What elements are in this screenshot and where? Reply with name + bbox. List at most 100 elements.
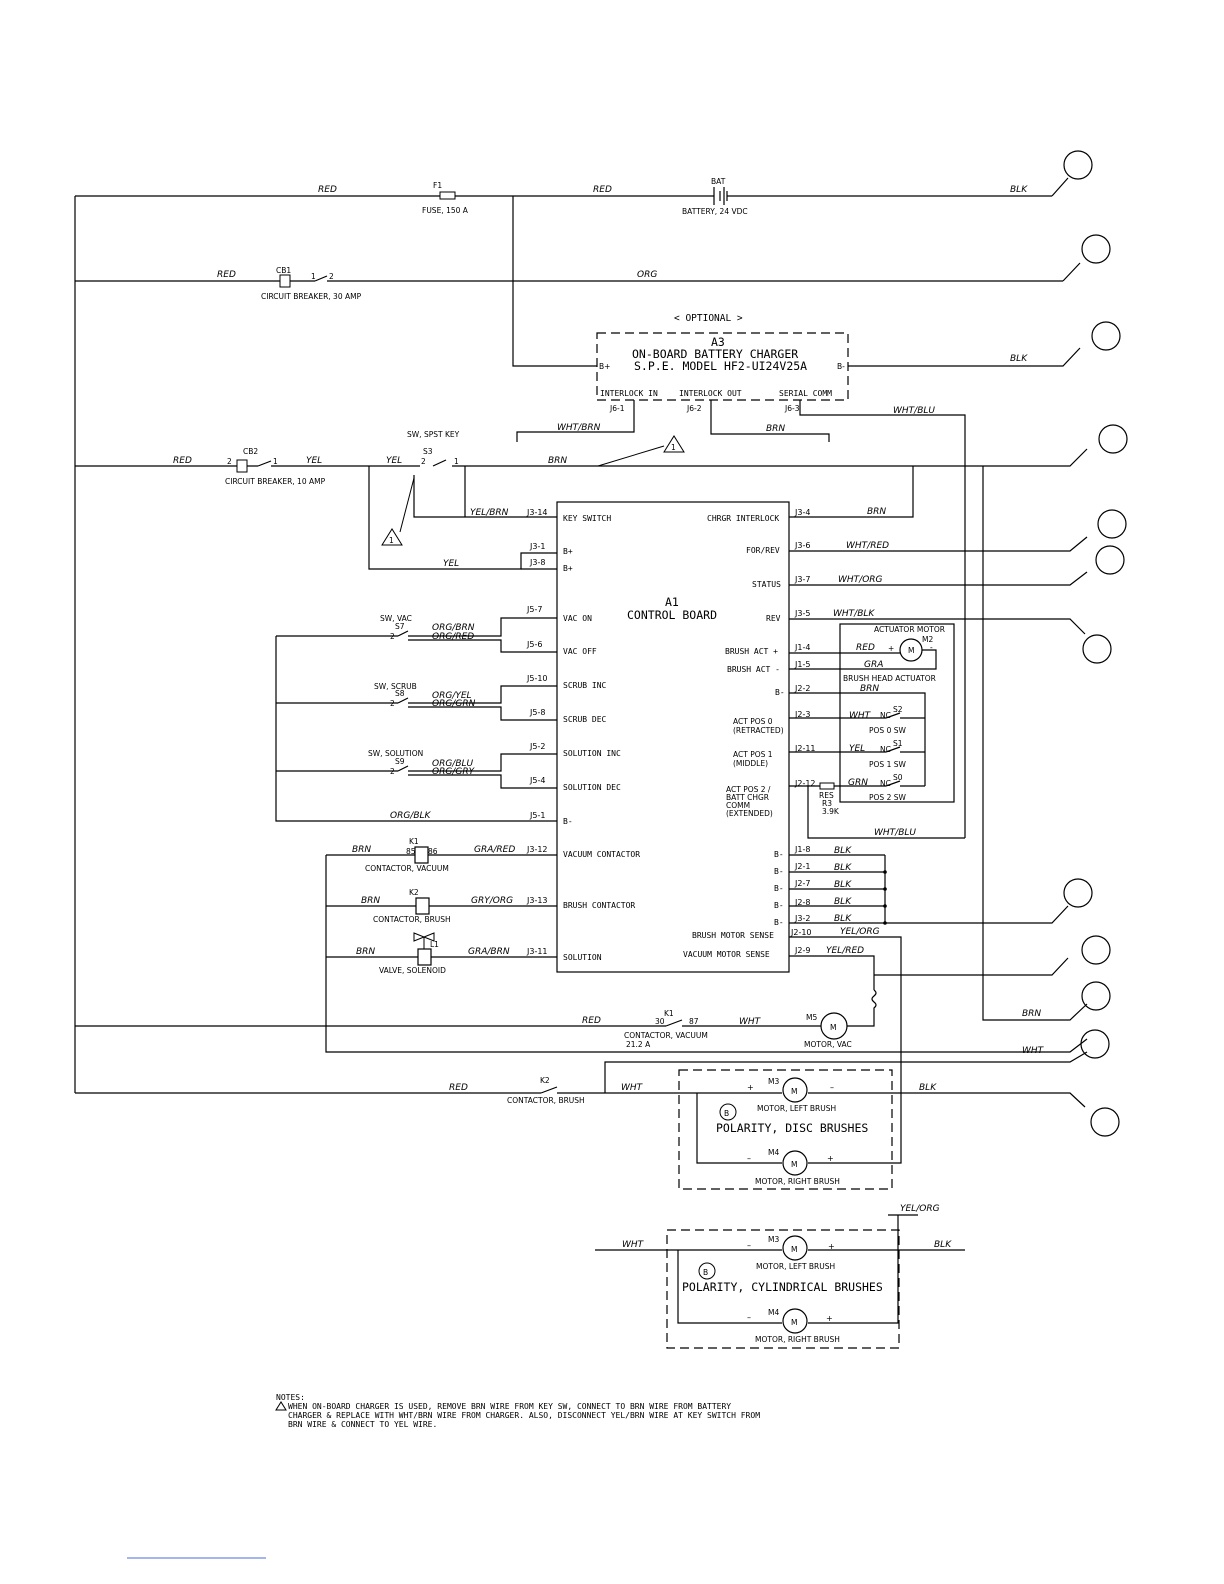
k2-contact xyxy=(540,1086,558,1094)
switch-nc: NC xyxy=(880,779,891,788)
svg-text:2: 2 xyxy=(390,632,395,641)
wire-label: YEL xyxy=(443,559,459,569)
k1-contact-current: 21.2 A xyxy=(626,1040,651,1049)
badge-text: B xyxy=(703,1268,708,1277)
k2-coil xyxy=(415,897,430,915)
breaker-symbol xyxy=(279,274,291,288)
wire-label: ORG/RED xyxy=(432,632,474,642)
wire-label: WHT xyxy=(739,1017,762,1027)
s1-switch xyxy=(885,746,901,753)
motor-symbol: M xyxy=(791,1245,797,1254)
pin-number: J2-12 xyxy=(794,779,816,788)
wire-label: RED xyxy=(173,456,192,466)
cyl-right-motor xyxy=(782,1308,808,1334)
wire-label: WHT/BLU xyxy=(893,406,935,416)
coils: WHT K1 85 86 CONTACTOR, VACUUM BRN GRA/R… xyxy=(325,837,1110,1059)
pin-label: VACUUM CONTACTOR xyxy=(563,850,640,859)
notes: NOTES: WHEN ON-BOARD CHARGER IS USED, RE… xyxy=(275,1393,760,1429)
m5-ref: M5 xyxy=(806,1013,817,1022)
connector-circle xyxy=(1063,878,1093,908)
wire-label: WHT/BLU xyxy=(874,828,916,838)
disc-m4-desc: MOTOR, RIGHT BRUSH xyxy=(755,1177,840,1186)
key-switch-contact xyxy=(432,459,447,467)
vac-motor xyxy=(820,1012,848,1040)
wire-label: BRN xyxy=(867,507,886,517)
pin-number: J3-14 xyxy=(526,508,548,517)
wire-label: BLK xyxy=(834,863,852,873)
connector-circle xyxy=(1081,935,1111,965)
m5-desc: MOTOR, VAC xyxy=(804,1040,852,1049)
pin-label: B- xyxy=(774,867,784,876)
cyl-left-motor xyxy=(782,1235,808,1261)
polarity-minus: – xyxy=(747,1313,751,1322)
polarity-plus: + xyxy=(826,1314,833,1323)
pin-label: CHRGR INTERLOCK xyxy=(707,514,779,523)
sw-vac-title: SW, VAC xyxy=(380,614,412,623)
control-board-ref: A1 xyxy=(665,595,679,609)
connector-circle xyxy=(1091,321,1121,351)
k2-contact-desc: CONTACTOR, BRUSH xyxy=(507,1096,585,1105)
s0-switch xyxy=(885,780,901,787)
wire-label: WHT/BRN xyxy=(557,423,601,433)
pin-number: J2-9 xyxy=(794,946,810,955)
pin-number: J5-8 xyxy=(529,708,545,717)
svg-text:-: - xyxy=(930,643,933,652)
switch-panel: ORG/BLK SW, VAC S7 2 ORG/BRN ORG/RED SW,… xyxy=(275,614,557,822)
board-left-pins: J3-14 KEY SWITCH J3-1 B+ J3-8 B+ J5-7 VA… xyxy=(526,508,640,962)
note-triangle xyxy=(275,1401,287,1411)
wire-label: YEL/ORG xyxy=(900,1204,940,1214)
motor-symbol: M xyxy=(908,646,914,655)
pin-label: KEY SWITCH xyxy=(563,514,611,523)
wire-label: BRN xyxy=(766,424,785,434)
pin-number: J3-8 xyxy=(529,558,545,567)
pin-label: B- xyxy=(774,850,784,859)
pin-number: J3-5 xyxy=(794,609,810,618)
pin-number: J1-5 xyxy=(794,660,810,669)
polarity-plus: + xyxy=(828,1242,835,1251)
charger-block: < OPTIONAL > A3 ON-BOARD BATTERY CHARGER… xyxy=(512,196,1121,838)
charger-serial-comm: SERIAL COMM xyxy=(779,389,832,398)
pin-label: B- xyxy=(774,901,784,910)
cyl-m3-desc: MOTOR, LEFT BRUSH xyxy=(756,1262,835,1271)
switch-ref: S2 xyxy=(893,705,903,714)
polarity-plus: + xyxy=(747,1083,754,1092)
pin-label: B- xyxy=(774,884,784,893)
note-triangle xyxy=(663,435,685,453)
wire-label: WHT/RED xyxy=(846,541,889,551)
charger-ref: A3 xyxy=(711,335,725,349)
sw-scrub-contact xyxy=(397,697,409,704)
note-triangle xyxy=(381,528,403,546)
switch-pos: POS 1 SW xyxy=(869,760,906,769)
wire-label: YEL/BRN xyxy=(470,508,509,518)
pin-number: J5-1 xyxy=(529,811,545,820)
wire-label: ORG/BLU xyxy=(432,759,474,769)
cyl-title: POLARITY, CYLINDRICAL BRUSHES xyxy=(682,1280,883,1294)
wire-label: BLK xyxy=(919,1083,937,1093)
actuator-block: ACTUATOR MOTOR M2 M BRUSH HEAD ACTUATOR … xyxy=(789,623,965,839)
pin-label: BRUSH CONTACTOR xyxy=(563,901,635,910)
fuse-ref: F1 xyxy=(433,181,442,190)
pin-label: SCRUB INC xyxy=(563,681,607,690)
disc-m3-desc: MOTOR, LEFT BRUSH xyxy=(757,1104,836,1113)
sw-vac-ref: S7 xyxy=(395,622,405,631)
charger-line2: S.P.E. MODEL HF2-UI24V25A xyxy=(634,359,807,373)
pin-label: BRUSH ACT - xyxy=(727,665,780,674)
actuator-sub: BRUSH HEAD ACTUATOR xyxy=(843,674,936,683)
cyl-box xyxy=(666,1229,900,1349)
notes-line: CHARGER & REPLACE WITH WHT/BRN WIRE FROM… xyxy=(288,1411,760,1420)
note-marker: 1 xyxy=(671,443,676,452)
brush-circuit: RED K2 CONTACTOR, BRUSH WHT BLK xyxy=(75,1051,1120,1137)
switch-pos: POS 0 SW xyxy=(869,726,906,735)
k2-desc: CONTACTOR, BRUSH xyxy=(373,915,451,924)
charger-interlock-out: INTERLOCK OUT xyxy=(679,389,742,398)
wire-label: ORG xyxy=(637,270,657,280)
wire-label: BLK xyxy=(834,880,852,890)
wire-label: GRA xyxy=(864,660,883,670)
motor-sense: YEL/ORG YEL/RED xyxy=(789,927,1111,1093)
actuator-ref: M2 xyxy=(922,635,933,644)
notes-line: WHEN ON-BOARD CHARGER IS USED, REMOVE BR… xyxy=(288,1402,731,1411)
cb2-pin: 1 xyxy=(273,457,278,466)
disc-box xyxy=(678,1069,893,1190)
charger-pin: J6-2 xyxy=(686,404,702,413)
